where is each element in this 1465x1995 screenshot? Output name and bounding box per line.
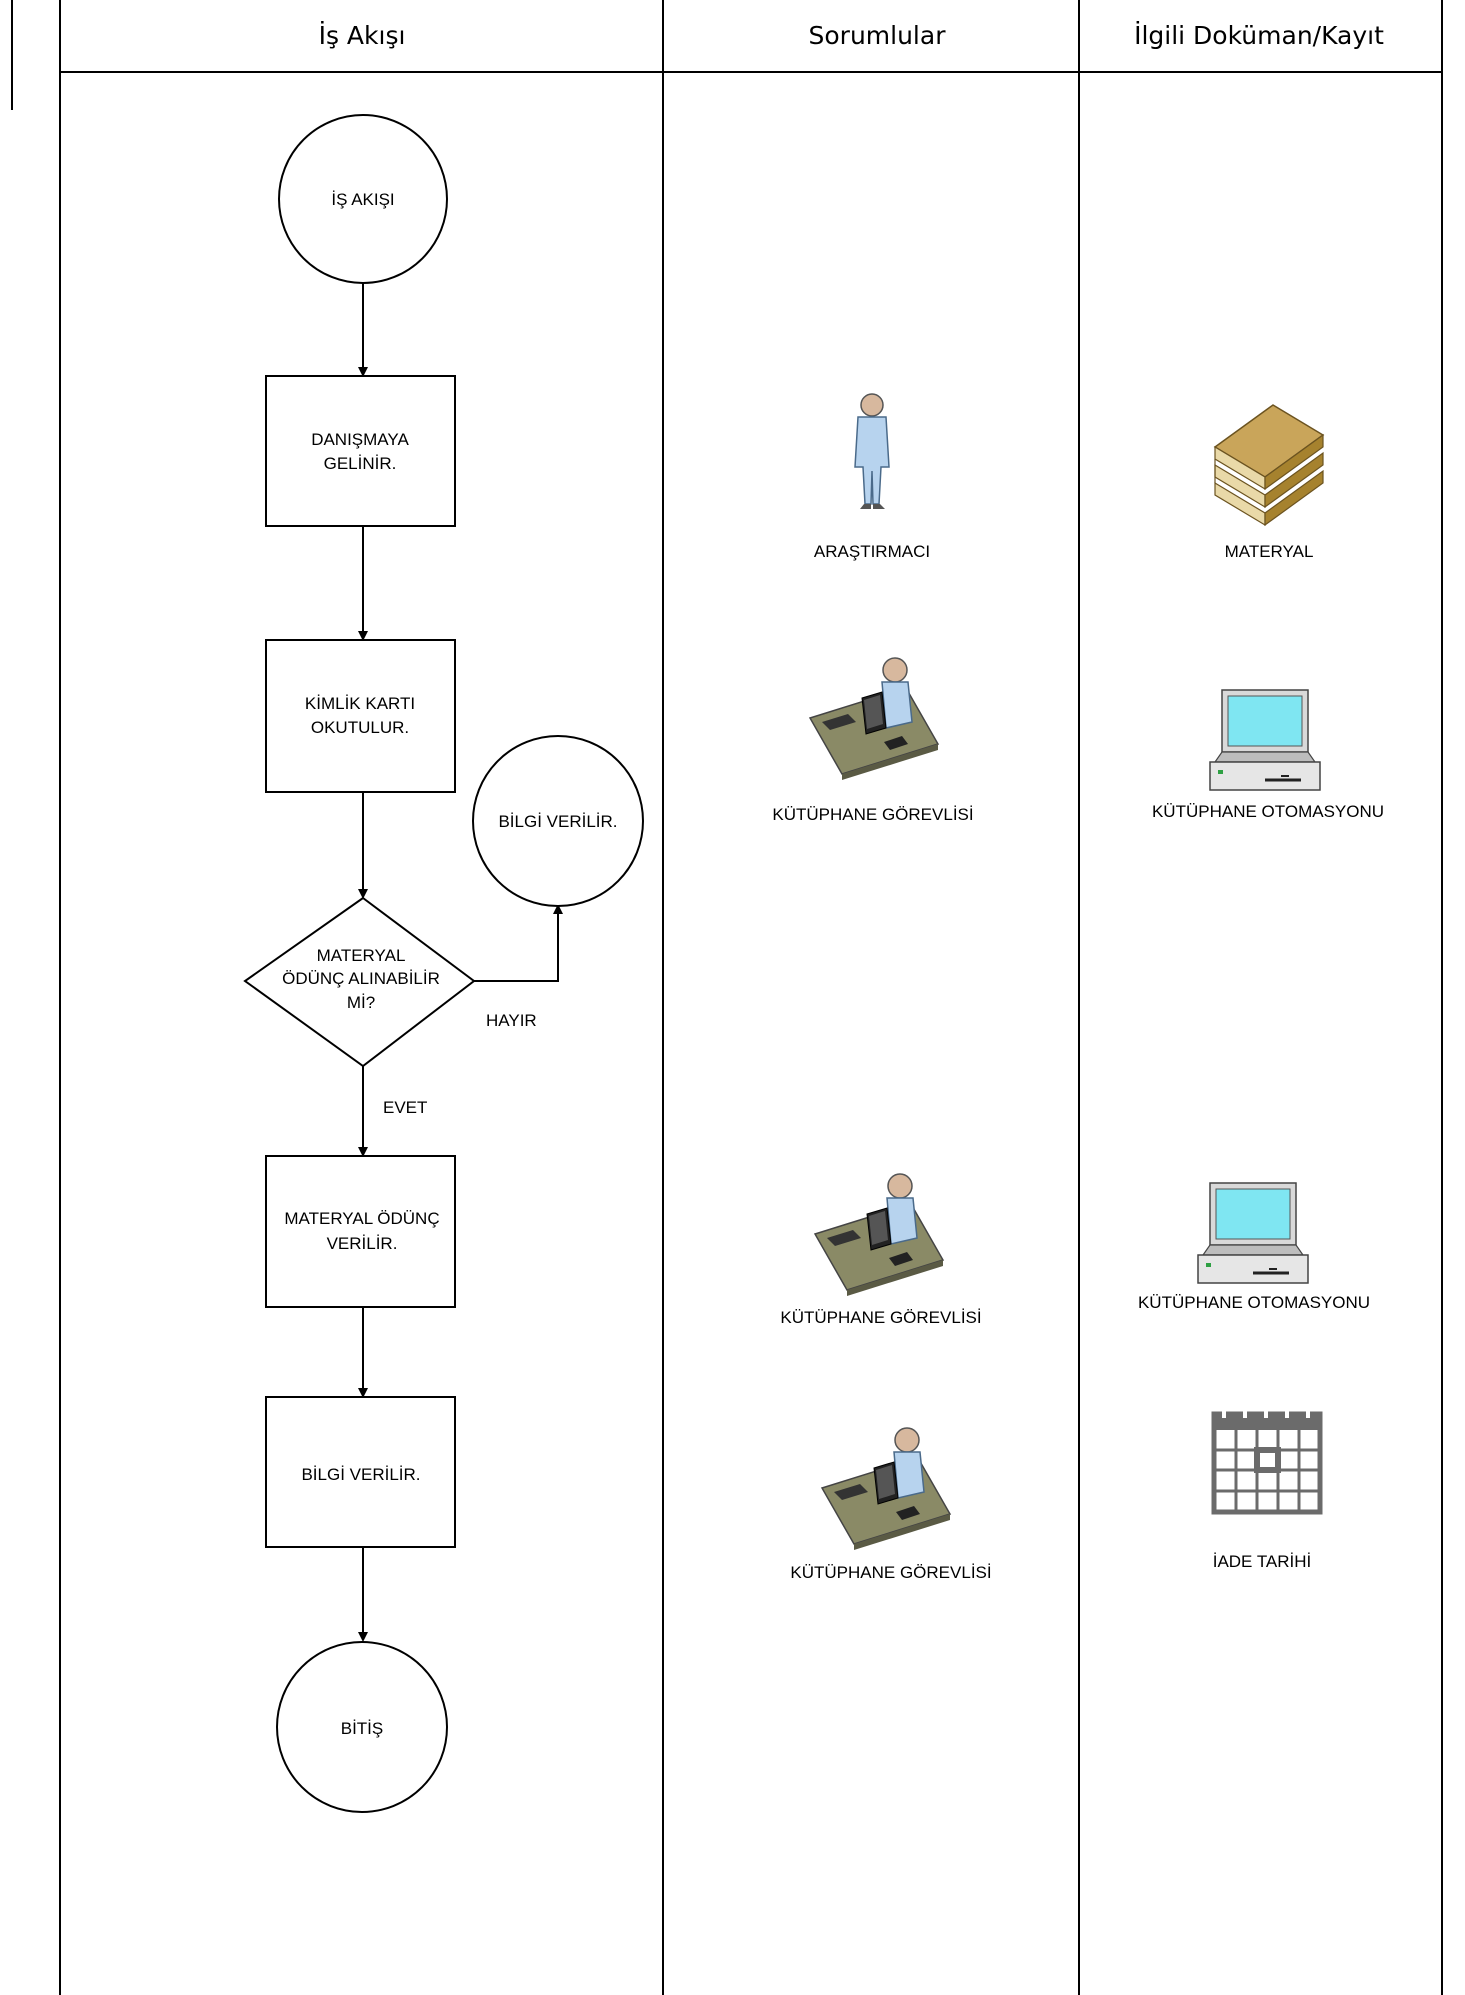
- end-node: BİTİŞ: [276, 1641, 448, 1813]
- decision-label-line3: Mİ?: [347, 993, 375, 1012]
- step3-label-line1: MATERYAL ÖDÜNÇ: [284, 1209, 439, 1228]
- table-frame: [11, 0, 1443, 1995]
- desk-worker-icon: [820, 1427, 952, 1550]
- responsible-label-3: KÜTÜPHANE GÖREVLİSİ: [780, 1308, 981, 1327]
- info-node-no-branch: BİLGİ VERİLİR.: [472, 735, 644, 907]
- responsible-label-1: ARAŞTIRMACI: [814, 542, 930, 561]
- column-header-responsibles: Sorumlular: [809, 21, 947, 50]
- step2-label-line2: OKUTULUR.: [311, 718, 409, 737]
- document-label-4: İADE TARİHİ: [1213, 1552, 1312, 1571]
- step4-label: BİLGİ VERİLİR.: [301, 1465, 420, 1484]
- computer-icon: [1209, 689, 1321, 791]
- info-node-label: BİLGİ VERİLİR.: [498, 812, 617, 831]
- computer-icon: [1197, 1182, 1309, 1284]
- books-icon: [1213, 404, 1325, 527]
- step1-label-line2: GELİNİR.: [324, 454, 397, 473]
- arrow-decision-no: [474, 904, 563, 982]
- document-label-3: KÜTÜPHANE OTOMASYONU: [1138, 1293, 1370, 1312]
- process-box-step3: MATERYAL ÖDÜNÇ VERİLİR.: [265, 1155, 456, 1308]
- desk-worker-icon: [813, 1173, 945, 1296]
- document-label-2: KÜTÜPHANE OTOMASYONU: [1152, 802, 1384, 821]
- decision-node: MATERYAL ÖDÜNÇ ALINABİLİR Mİ?: [243, 896, 476, 1068]
- calendar-icon: [1211, 1410, 1323, 1515]
- connectors: [358, 283, 563, 1642]
- step1-label-line1: DANIŞMAYA: [311, 430, 409, 449]
- step3-label-line2: VERİLİR.: [327, 1234, 398, 1253]
- edge-label-yes: EVET: [383, 1098, 427, 1117]
- desk-worker-icon: [808, 657, 940, 780]
- decision-label-line2: ÖDÜNÇ ALINABİLİR: [282, 969, 440, 988]
- responsible-label-2: KÜTÜPHANE GÖREVLİSİ: [772, 805, 973, 824]
- document-label-1: MATERYAL: [1225, 542, 1314, 561]
- end-node-label: BİTİŞ: [341, 1719, 384, 1738]
- decision-label-line1: MATERYAL: [317, 946, 406, 965]
- process-box-step4: BİLGİ VERİLİR.: [265, 1396, 456, 1548]
- process-box-step1: DANIŞMAYA GELİNİR.: [265, 375, 456, 527]
- step2-label-line1: KİMLİK KARTI: [305, 694, 415, 713]
- start-node-label: İŞ AKIŞI: [331, 190, 394, 209]
- process-box-step2: KİMLİK KARTI OKUTULUR.: [265, 639, 456, 793]
- responsible-label-4: KÜTÜPHANE GÖREVLİSİ: [790, 1563, 991, 1582]
- column-header-documents: İlgili Doküman/Kayıt: [1134, 21, 1384, 50]
- start-node: İŞ AKIŞI: [278, 114, 448, 284]
- person-icon: [854, 393, 890, 509]
- column-header-workflow: İş Akışı: [319, 21, 406, 50]
- edge-label-no: HAYIR: [486, 1011, 537, 1030]
